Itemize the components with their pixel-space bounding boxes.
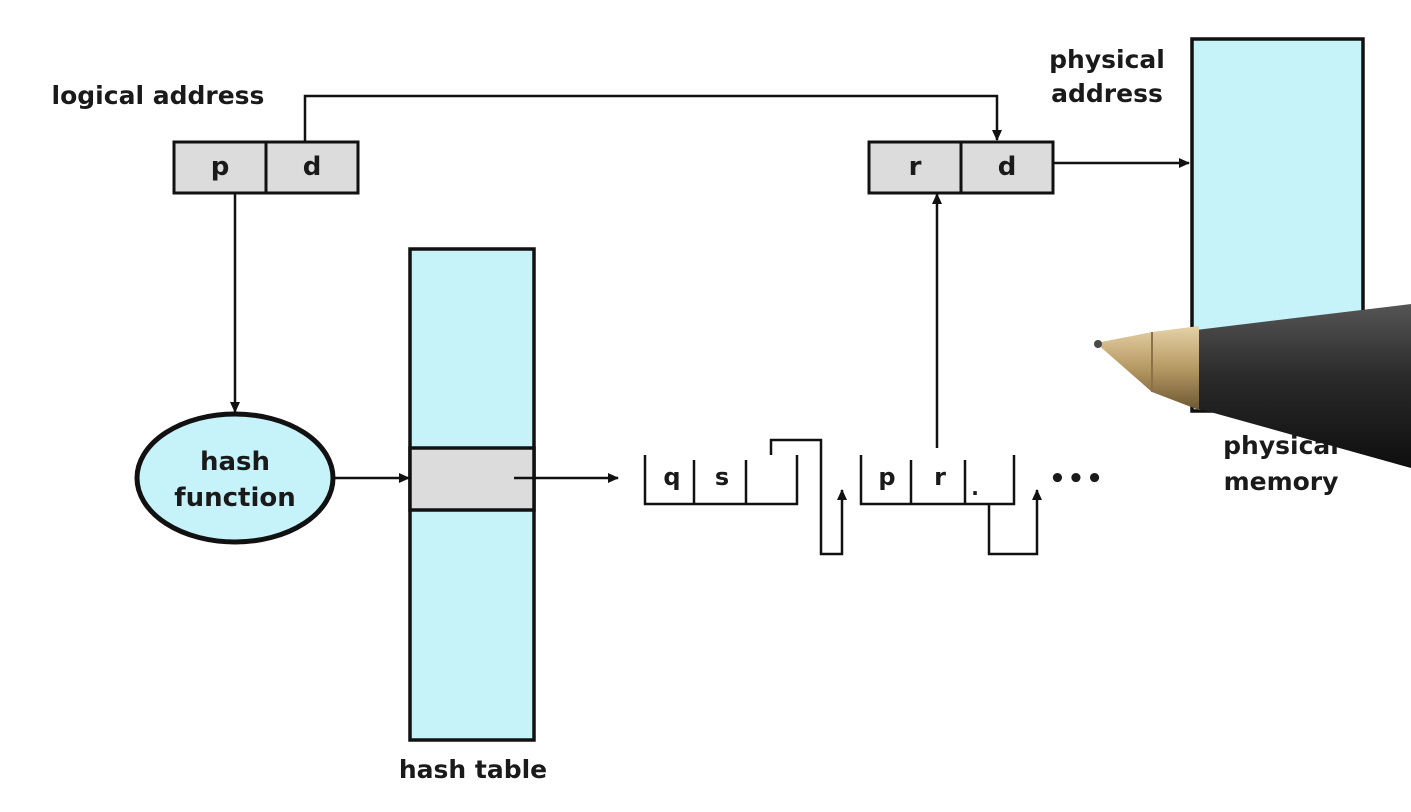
logical-address-register: p d [174, 142, 358, 193]
physical-address-register: r d [869, 142, 1053, 193]
chain-ellipsis: ••• [1049, 464, 1105, 494]
physical-frame-label: r [909, 152, 922, 182]
chain-element-2-frame-number: r [934, 463, 946, 491]
chain-element-2: p r . [861, 455, 1014, 504]
physical-address-label-line1: physical [1049, 45, 1165, 74]
chain-element-2-virtual-page: p [878, 463, 895, 491]
chain-element-1-frame-number: s [715, 463, 729, 491]
chain-element-2-pointer-mark: . [971, 476, 979, 500]
pen-tip [1096, 326, 1199, 410]
offset-route-arrow [305, 96, 997, 142]
logical-offset-label: d [303, 152, 322, 182]
chain-element-1: q s [645, 455, 797, 504]
hash-function-node [137, 414, 333, 542]
chain-link-1-arrow [771, 440, 842, 554]
physical-memory-label-line2: memory [1224, 467, 1339, 496]
physical-offset-label: d [998, 152, 1017, 182]
logical-address-label: logical address [52, 81, 265, 110]
hash-function-label-line1: hash [200, 447, 270, 477]
physical-address-label-line2: address [1051, 79, 1163, 108]
hash-table-label: hash table [399, 755, 547, 784]
chain-element-1-virtual-page: q [663, 463, 680, 491]
hash-function-label-line2: function [174, 483, 295, 513]
logical-page-label: p [211, 152, 230, 182]
